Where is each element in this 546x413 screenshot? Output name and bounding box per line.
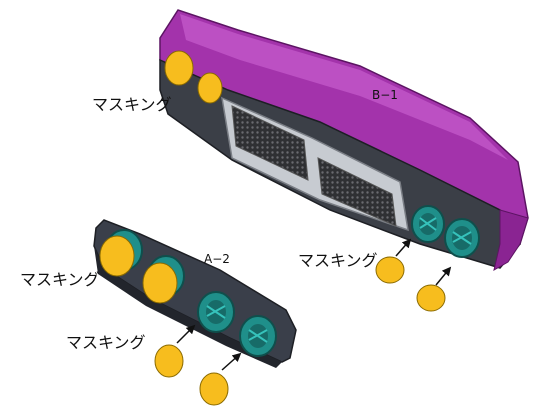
bumper-b1-right-end bbox=[493, 209, 529, 272]
bumper-b1-grille-left bbox=[231, 105, 309, 181]
fog-lamp-housing-icon bbox=[197, 291, 235, 333]
bumper-b1 bbox=[159, 9, 529, 272]
bumper-b1-highlight bbox=[180, 14, 508, 160]
label-masking-b1-left: マスキング bbox=[92, 95, 172, 114]
fog-lamp-housing-icon bbox=[444, 218, 480, 258]
bumper-b1-grille-right bbox=[317, 157, 397, 227]
arrow-icon bbox=[395, 238, 412, 257]
masking-cap-icon bbox=[164, 50, 194, 86]
masking-cap-icon bbox=[197, 72, 223, 104]
fog-lamp-housing-icon bbox=[239, 315, 277, 357]
arrow-icon bbox=[176, 324, 196, 344]
arrow-icon bbox=[221, 352, 242, 371]
label-masking-a2-right: マスキング bbox=[66, 333, 146, 352]
masking-cap-icon bbox=[416, 284, 446, 312]
label-masking-b1-right: マスキング bbox=[298, 251, 378, 270]
fog-lamp-housing-icon bbox=[411, 205, 445, 243]
masking-cap-icon bbox=[99, 235, 135, 277]
label-masking-a2-left: マスキング bbox=[20, 270, 100, 289]
masking-cap-icon bbox=[199, 372, 229, 406]
label-part-a2: A−2 bbox=[204, 252, 230, 266]
masking-cap-icon bbox=[154, 344, 184, 378]
part-a2 bbox=[93, 219, 297, 368]
arrow-icon bbox=[435, 266, 452, 286]
masking-cap-icon bbox=[142, 262, 178, 304]
masking-cap-icon bbox=[375, 256, 405, 284]
label-part-b1: B−1 bbox=[372, 88, 398, 102]
